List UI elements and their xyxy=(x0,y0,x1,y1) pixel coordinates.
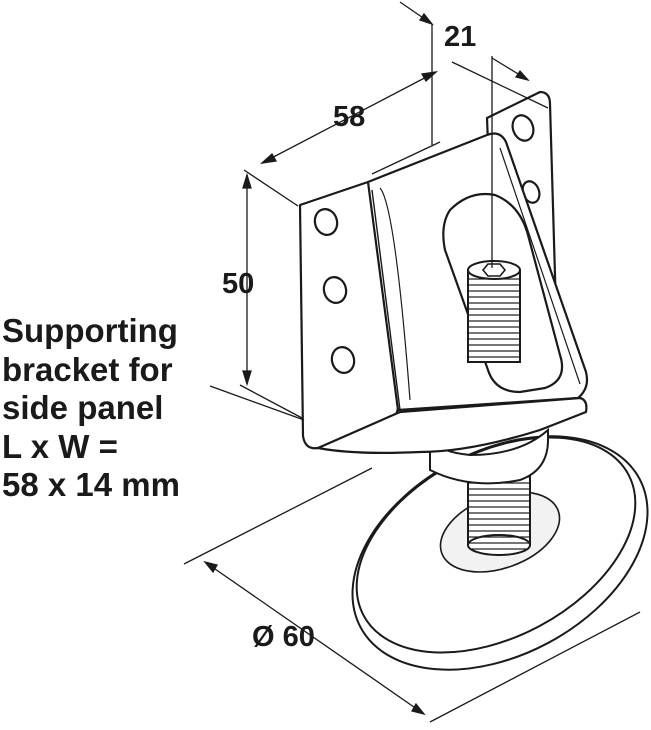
hole-icon xyxy=(511,114,535,142)
hex-socket-icon xyxy=(481,263,507,277)
caption-line: L x W = xyxy=(2,427,118,465)
dimension-label-diameter: Ø 60 xyxy=(252,621,315,653)
hole-icon xyxy=(313,208,339,236)
dimension-label-21: 21 xyxy=(444,21,476,53)
dimension-label-50: 50 xyxy=(222,268,254,300)
dimension-label-58: 58 xyxy=(333,101,365,133)
threaded-spindle-upper xyxy=(467,260,521,363)
caption-line: bracket for xyxy=(2,350,173,388)
caption-line: side panel xyxy=(2,389,164,426)
caption-line: Supporting xyxy=(2,312,178,349)
hole-icon xyxy=(322,276,348,304)
bracket-description: Supporting bracket for side panel L x W … xyxy=(2,312,222,505)
hole-icon xyxy=(330,346,356,374)
collar xyxy=(429,427,549,485)
caption-line: 58 x 14 mm xyxy=(2,466,180,503)
dimension-lines xyxy=(183,1,641,723)
